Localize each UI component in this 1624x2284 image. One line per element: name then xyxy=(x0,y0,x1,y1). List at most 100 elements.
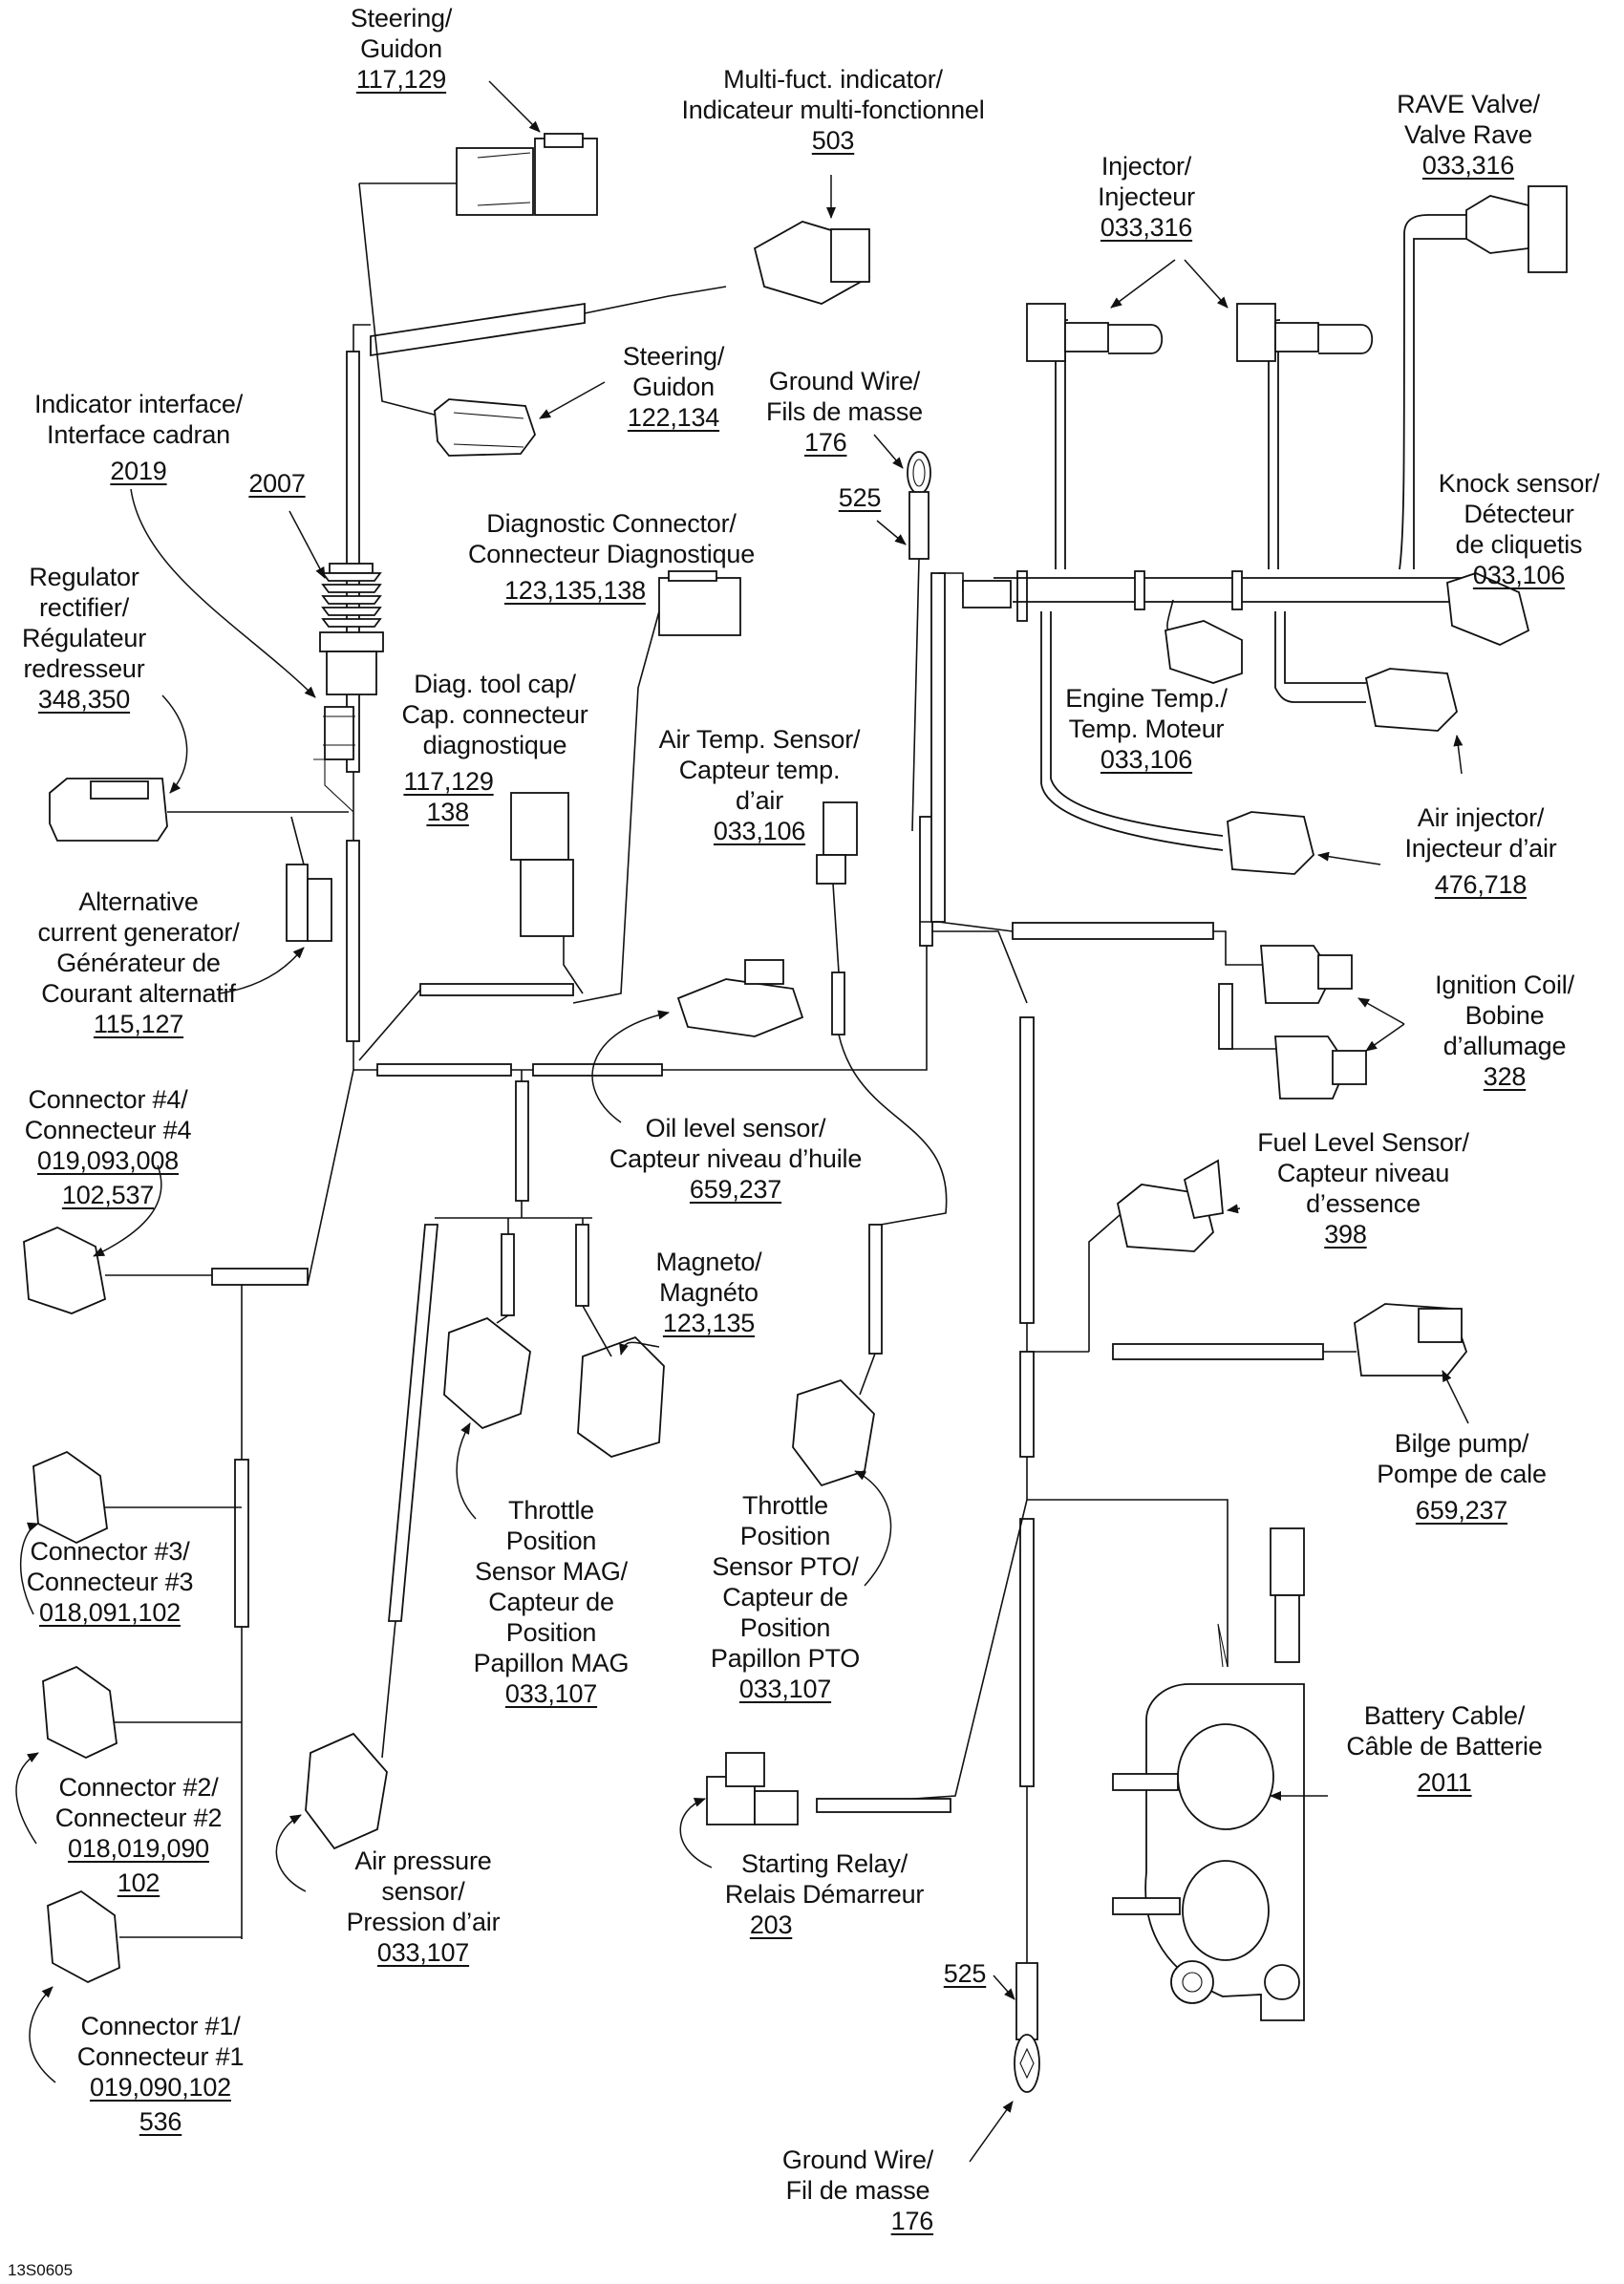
connector-1 xyxy=(47,1889,120,1984)
label-line: Battery Cable/ xyxy=(1363,1701,1526,1730)
label-line: Multi-fuct. indicator/ xyxy=(723,65,943,94)
grommet-boot-2007 xyxy=(313,563,384,813)
label-line: Indicator interface/ xyxy=(33,390,244,418)
label-line: Position xyxy=(739,1613,831,1642)
label-line: Injecteur d’air xyxy=(1404,834,1557,863)
connector-2 xyxy=(42,1665,118,1759)
figure-id: 13S0605 xyxy=(8,2261,74,2279)
label-line: Knock sensor/ xyxy=(1438,469,1600,498)
label-line: Régulateur xyxy=(21,624,147,652)
label-battery-cable: Battery Cable/ Câble de Batterie 2011 xyxy=(1346,1700,1542,1798)
label-ref-525-bottom: 525 xyxy=(943,1958,987,1989)
label-regulator-rectifier: Regulator rectifier/ Régulateur redresse… xyxy=(22,562,146,715)
label-line: d’essence xyxy=(1306,1189,1421,1218)
label-rave-valve: RAVE Valve/ Valve Rave 033,316 xyxy=(1397,89,1540,181)
part-ref-number: 033,107 xyxy=(376,1938,470,1967)
label-starting-relay: Starting Relay/ Relais Démarreur 203 xyxy=(725,1848,925,1940)
part-ref-number: 123,135 xyxy=(662,1309,756,1337)
label-line: Magneto/ xyxy=(655,1248,762,1276)
injector-connectors xyxy=(1026,303,1374,362)
label-line: Diagnostic Connector/ xyxy=(486,509,737,538)
label-connector-1: Connector #1/ Connecteur #1 019,090,102 … xyxy=(77,2011,245,2137)
part-ref-number: 033,107 xyxy=(738,1675,832,1703)
label-line: Steering/ xyxy=(622,342,725,371)
part-ref-number: 033,316 xyxy=(1100,213,1193,242)
label-line: Throttle xyxy=(742,1491,828,1520)
part-ref-number: 102,537 xyxy=(61,1181,155,1209)
part-ref-number: 117,129 xyxy=(403,767,494,796)
part-ref-number: 2011 xyxy=(1417,1768,1472,1797)
knock-sensor-connector xyxy=(1446,572,1530,646)
label-bilge-pump: Bilge pump/ Pompe de cale 659,237 xyxy=(1377,1428,1547,1526)
label-line: Guidon xyxy=(632,373,715,401)
label-magneto: Magneto/ Magnéto 123,135 xyxy=(656,1247,762,1338)
part-ref-number: 102 xyxy=(117,1868,160,1897)
part-ref-number: 019,093,008 xyxy=(37,1146,179,1175)
label-line: Diag. tool cap/ xyxy=(414,670,576,698)
label-diagnostic-connector: Diagnostic Connector/ Connecteur Diagnos… xyxy=(468,508,755,606)
alternator-connector xyxy=(286,816,332,942)
bilge-pump-connector xyxy=(1354,1303,1468,1377)
label-line: d’air xyxy=(735,786,784,815)
part-ref-number: 503 xyxy=(811,126,855,155)
label-line: Capteur niveau xyxy=(1276,1159,1450,1187)
label-line: Indicateur multi-fonctionnel xyxy=(681,96,985,124)
part-ref-number: 019,090,102 xyxy=(90,2073,231,2102)
diagnostic-connector xyxy=(572,570,741,1004)
label-line: Papillon MAG xyxy=(473,1649,630,1677)
tps-pto-connector xyxy=(792,1378,875,1487)
label-line: Sensor PTO/ xyxy=(712,1552,859,1581)
multi-indicator-connector xyxy=(753,221,871,305)
label-line: sensor/ xyxy=(381,1877,465,1906)
label-line: Connecteur #3 xyxy=(26,1568,194,1596)
label-line: Position xyxy=(739,1522,831,1550)
label-line: current generator/ xyxy=(37,918,240,947)
part-ref-number: 033,106 xyxy=(1472,561,1566,589)
label-line: Interface cadran xyxy=(47,420,230,449)
ground-wire-top xyxy=(907,451,931,832)
label-line: Fuel Level Sensor/ xyxy=(1257,1128,1469,1157)
part-ref-number: 033,107 xyxy=(504,1679,598,1708)
label-tps-mag: Throttle Position Sensor MAG/ Capteur de… xyxy=(474,1495,630,1709)
label-line: Connecteur #4 xyxy=(24,1116,192,1144)
air-pressure-sensor-connector xyxy=(305,1732,388,1850)
tps-mag-connector xyxy=(443,1314,531,1430)
label-connector-3: Connector #3/ Connecteur #3 018,091,102 xyxy=(27,1536,194,1628)
label-line: Injector/ xyxy=(1100,152,1192,181)
label-line: Oil level sensor/ xyxy=(645,1114,826,1142)
label-line: Fil de masse xyxy=(785,2176,930,2205)
label-alternator: Alternative current generator/ Générateu… xyxy=(37,886,239,1039)
label-line: Fils de masse xyxy=(766,397,923,426)
part-ref-number: 536 xyxy=(139,2107,182,2136)
label-line: Throttle xyxy=(508,1496,594,1525)
label-line: Position xyxy=(505,1526,597,1555)
part-ref-number: 525 xyxy=(943,1959,987,1988)
label-line: Connector #3/ xyxy=(30,1537,190,1566)
battery-cable xyxy=(1112,1527,1305,2021)
label-line: Cap. connecteur xyxy=(401,700,588,729)
label-line: Capteur temp. xyxy=(678,756,841,784)
part-ref-number: 176 xyxy=(804,428,847,457)
label-line: Pompe de cale xyxy=(1377,1460,1547,1488)
label-line: Guidon xyxy=(360,34,442,63)
magneto-connector xyxy=(577,1305,665,1458)
part-ref-number: 117,129 xyxy=(355,65,447,94)
label-line: Ground Wire/ xyxy=(781,2145,934,2174)
label-connector-4: Connector #4/ Connecteur #4 019,093,008 … xyxy=(25,1084,192,1210)
label-ignition-coil: Ignition Coil/ Bobine d’allumage 328 xyxy=(1435,970,1574,1092)
connector-3 xyxy=(32,1450,108,1544)
label-line: RAVE Valve/ xyxy=(1397,90,1540,118)
part-ref-number: 348,350 xyxy=(37,685,131,714)
part-ref-number: 476,718 xyxy=(1434,870,1528,899)
part-ref-number: 138 xyxy=(426,798,469,826)
label-fuel-level-sensor: Fuel Level Sensor/ Capteur niveau d’esse… xyxy=(1257,1127,1469,1249)
label-line: redresseur xyxy=(23,654,145,683)
part-ref-number: 123,135,138 xyxy=(503,576,646,605)
connector-4 xyxy=(23,1227,107,1314)
label-line: Engine Temp./ xyxy=(1065,684,1228,713)
label-line: Air injector/ xyxy=(1417,803,1545,832)
label-line: Bilge pump/ xyxy=(1394,1429,1529,1458)
label-tps-pto: Throttle Position Sensor PTO/ Capteur de… xyxy=(711,1490,860,1704)
label-line: d’allumage xyxy=(1442,1032,1567,1060)
